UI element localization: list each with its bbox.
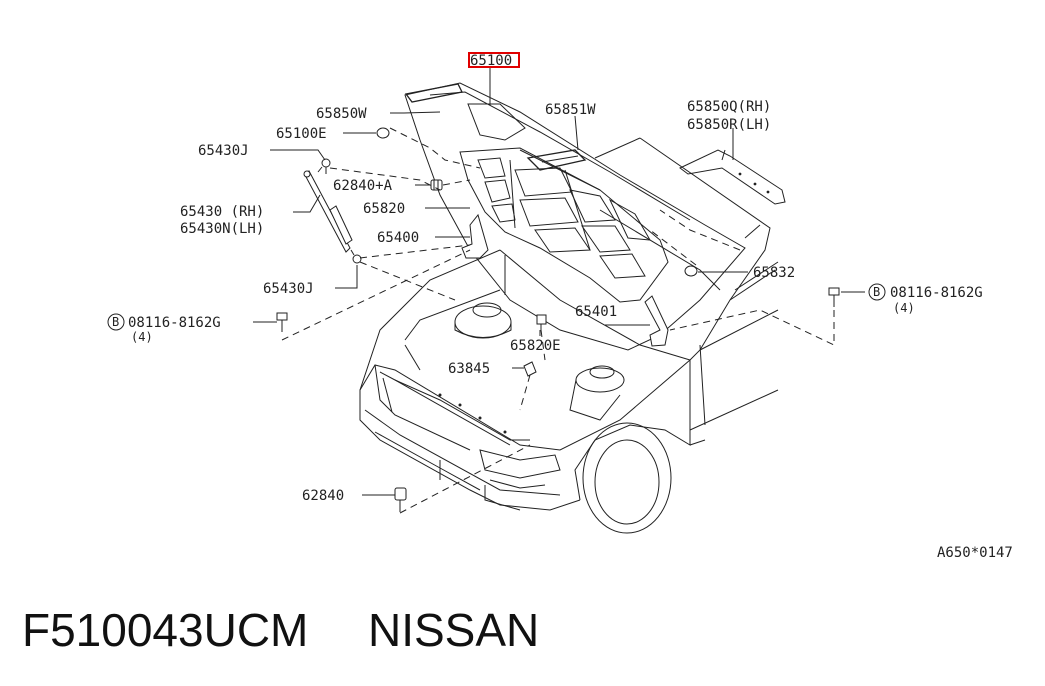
label-stay-rh[interactable]: 65430 (RH) (180, 204, 264, 220)
front-seal-65850w[interactable] (404, 83, 463, 103)
hood-label-highlight (468, 52, 520, 68)
side-seal-65851w[interactable] (526, 149, 587, 171)
label-part-62840[interactable]: 62840 (302, 488, 344, 504)
footer-part-number: F510043UCM (22, 604, 308, 656)
label-seal-side[interactable]: 65851W (545, 102, 596, 118)
footer-brand: NISSAN (368, 604, 539, 656)
hinge-65400[interactable] (461, 213, 489, 259)
bolt-badge-left (107, 313, 125, 331)
label-clip-62840a[interactable]: 62840+A (333, 178, 393, 194)
bolt-badge-left-letter: B (112, 315, 119, 329)
bolt-right[interactable] (828, 287, 840, 307)
clip-62840[interactable] (394, 487, 407, 512)
label-bumper-65832[interactable]: 65832 (753, 265, 795, 281)
leader-lines (253, 68, 865, 496)
label-part-63845[interactable]: 63845 (448, 361, 490, 377)
bolt-badge-right (868, 283, 886, 301)
label-bolt-right-code[interactable]: 08116-8162G (890, 285, 983, 301)
label-hinge-lh[interactable]: 65400 (377, 230, 419, 246)
bolt-left[interactable] (276, 312, 288, 332)
grommet-65100e[interactable] (376, 127, 390, 139)
diagram-code: A650*0147 (937, 545, 1013, 561)
label-grommet[interactable]: 65100E (276, 126, 327, 142)
label-bolt-left-qty: (4) (131, 330, 153, 344)
assembly-dashed-lines (281, 127, 835, 514)
label-seal-lh[interactable]: 65850R(LH) (687, 117, 771, 133)
stay-ball-joint-top[interactable] (317, 158, 331, 174)
seal-65850q-r[interactable] (679, 149, 786, 205)
label-stay-lh[interactable]: 65430N(LH) (180, 221, 264, 237)
hinge-65401[interactable] (644, 295, 669, 347)
stay-ball-joint-bottom[interactable] (350, 249, 362, 264)
part-63845[interactable] (523, 361, 537, 377)
label-bolt-right-qty: (4) (893, 301, 915, 315)
label-stay-bolt-top[interactable]: 65430J (198, 143, 249, 159)
label-hinge-rh[interactable]: 65401 (575, 304, 617, 320)
label-bolt-left-code[interactable]: 08116-8162G (128, 315, 221, 331)
bumper-rubber-65832[interactable] (684, 265, 698, 277)
bolt-badge-right-letter: B (873, 285, 880, 299)
label-insulator[interactable]: 65820 (363, 201, 405, 217)
label-stay-bolt-bottom[interactable]: 65430J (263, 281, 314, 297)
clip-65820e[interactable] (536, 314, 547, 330)
label-hood[interactable]: 65100 (470, 53, 512, 69)
clip-62840a[interactable] (430, 179, 443, 191)
label-clip-65820e[interactable]: 65820E (510, 338, 561, 354)
label-seal-rh[interactable]: 65850Q(RH) (687, 99, 771, 115)
label-seal-front[interactable]: 65850W (316, 106, 367, 122)
car-body (359, 137, 779, 534)
hood-stay-strut[interactable] (303, 170, 353, 253)
